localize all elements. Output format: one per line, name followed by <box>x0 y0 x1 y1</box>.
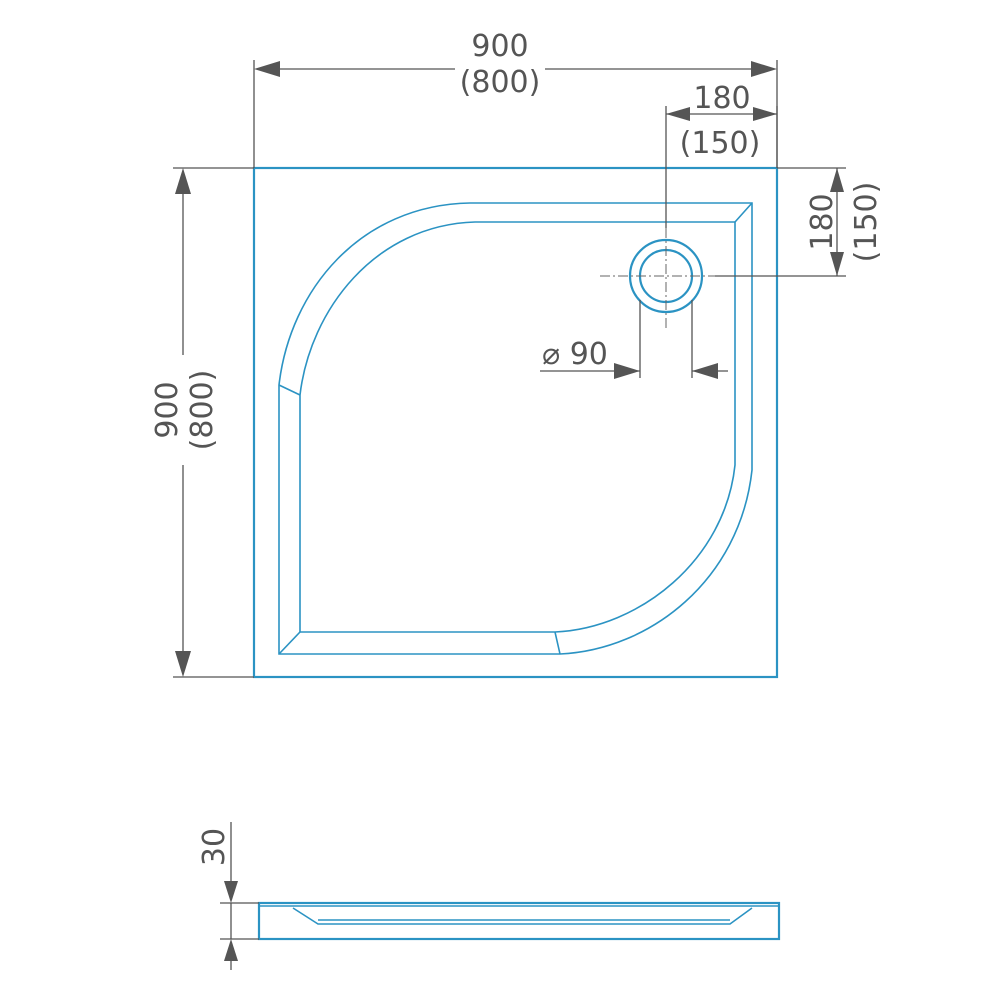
drain-inner-ring <box>638 248 694 304</box>
tray-top-view <box>252 166 779 679</box>
dimension-width: 900 (800) <box>253 29 778 168</box>
drain-x-main-label: 180 <box>693 81 750 116</box>
side-height-label: 30 <box>197 828 232 866</box>
tray-basin-inner <box>299 221 736 633</box>
drain-diameter-label: ⌀ 90 <box>542 337 608 372</box>
dimension-side-height: 30 <box>197 822 259 970</box>
dimension-height: 900 (800) <box>150 167 254 678</box>
rim-bevel-top-right <box>734 202 753 223</box>
side-view-basin <box>292 907 753 925</box>
rim-bevel-bottom-left <box>278 631 301 655</box>
dimension-drain-x: 180 (150) <box>665 81 778 228</box>
rim-bevel-bottom <box>554 631 561 655</box>
width-main-label: 900 <box>471 29 528 64</box>
height-alt-label: (800) <box>185 370 220 451</box>
width-alt-label: (800) <box>460 65 541 100</box>
rim-bevel-left <box>278 384 301 396</box>
drain-x-alt-label: (150) <box>680 126 761 161</box>
tray-outer-edge <box>252 166 779 679</box>
drain-y-main-label: 180 <box>805 193 840 250</box>
dimension-drain-diameter: ⌀ 90 <box>540 300 728 379</box>
drain-y-alt-label: (150) <box>849 182 884 263</box>
drain-outer-ring <box>628 238 704 314</box>
side-view-outline <box>257 901 781 941</box>
tray-rim-outer <box>278 202 753 655</box>
tray-side-view <box>257 901 781 941</box>
dimension-drain-y: 180 (150) <box>715 167 884 277</box>
height-main-label: 900 <box>150 381 185 438</box>
